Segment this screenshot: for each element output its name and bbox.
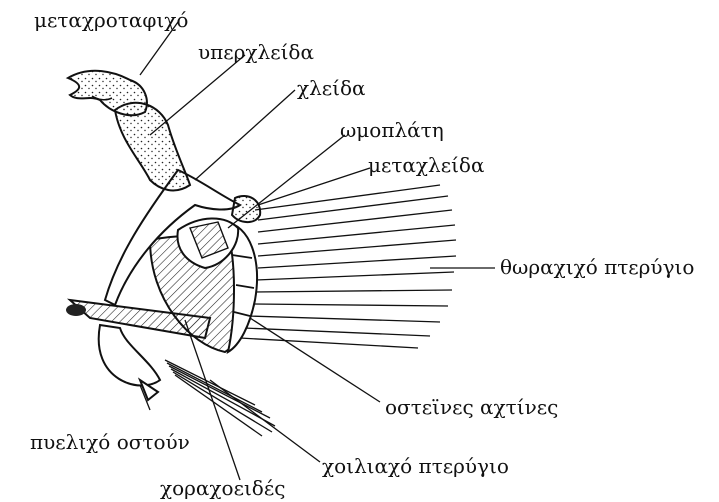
label-scapula: ωμοπλάτη: [340, 120, 444, 140]
label-coracoid: χοραχοειδές: [160, 478, 285, 498]
pelvic-fin-rays: [165, 360, 275, 436]
label-pelvic-fin: χοιλιαχό πτερύγιο: [322, 456, 509, 476]
pelvic-ray: [173, 372, 272, 432]
label-pectoral-fin: θωραχιχό πτερύγιο: [500, 257, 694, 277]
postcleithrum: [232, 196, 260, 222]
posttemporal: [68, 71, 147, 115]
label-postcleithrum: μεταχλείδα: [368, 155, 484, 175]
pectoral-ray: [258, 225, 455, 244]
label-supracleithrum: υπερχλείδα: [198, 42, 314, 62]
label-cleithrum: χλείδα: [297, 78, 366, 98]
pectoral-ray: [254, 290, 452, 292]
pectoral-ray: [258, 240, 456, 256]
pelvic-ray: [165, 360, 255, 405]
label-pelvic-bone: πυελιχό οστούν: [30, 432, 190, 452]
pectoral-ray: [252, 304, 448, 306]
pectoral-ray: [258, 196, 448, 220]
pectoral-ray: [240, 338, 418, 348]
pectoral-ray: [248, 316, 440, 322]
pectoral-fin-rays: [240, 185, 456, 348]
supracleithrum: [115, 103, 190, 191]
pectoral-ray: [256, 272, 454, 280]
label-bony-rays: οστεϊνες αχτίνες: [385, 397, 558, 417]
pectoral-ray: [258, 256, 456, 268]
pelvic-ray: [169, 366, 270, 418]
label-posttemporal: μεταχροταφιχό: [34, 10, 188, 30]
